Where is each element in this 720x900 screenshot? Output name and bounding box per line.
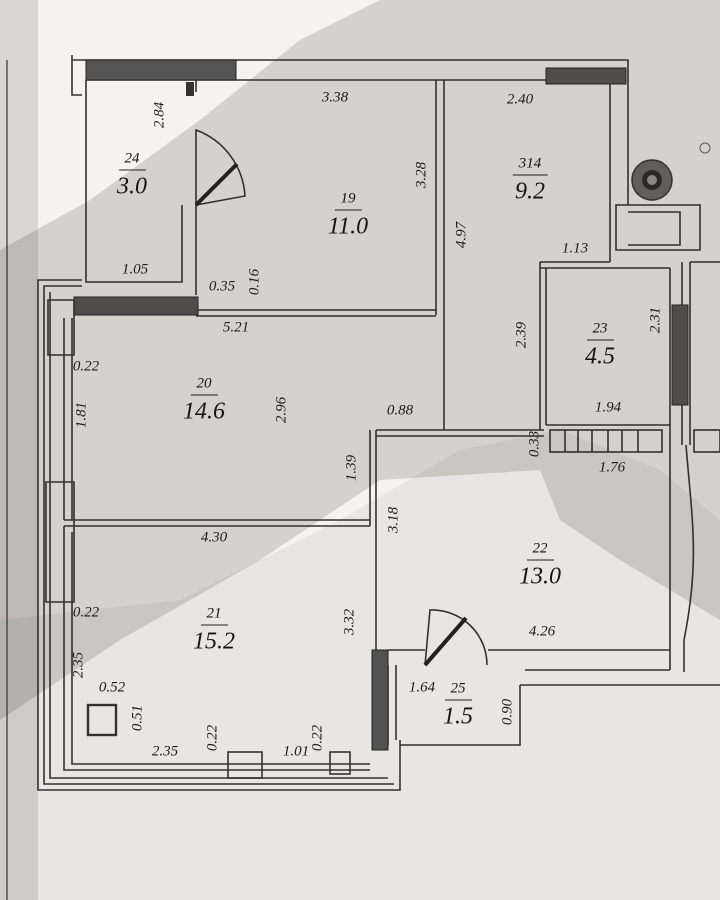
top-wall (71, 55, 629, 205)
outer-wall-left (37, 279, 401, 791)
dimension-label: 1.13 (561, 240, 589, 257)
ventilation-block (549, 429, 663, 453)
dimension-label: 0.22 (204, 724, 221, 752)
room-label-19: 19 11.0 (328, 190, 368, 241)
dimension-label: 4.26 (528, 623, 556, 640)
dimension-label: 0.22 (72, 604, 100, 621)
dimension-label: 2.39 (513, 321, 530, 349)
room-number: 22 (526, 541, 554, 561)
room-number: 314 (512, 156, 548, 176)
room-number: 20 (190, 376, 218, 396)
dimension-label: 1.76 (598, 459, 626, 476)
thick-wall-bottom (371, 649, 389, 751)
metal-grommet-hole (647, 175, 657, 185)
dimension-label: 2.31 (647, 306, 664, 334)
ventilation-right (693, 429, 720, 453)
room-24-walls (85, 80, 197, 295)
pin-mark (699, 142, 711, 154)
thick-wall-right (671, 304, 689, 406)
outer-wall-left-inner (43, 285, 394, 785)
room-21-walls (63, 526, 370, 771)
room-area: 4.5 (585, 343, 615, 370)
dimension-label: 3.18 (385, 506, 402, 534)
room-number: 25 (444, 681, 472, 701)
room-area: 15.2 (193, 628, 235, 655)
room-23-walls (545, 268, 671, 430)
dimension-label: 0.52 (98, 679, 126, 696)
room-label-25: 25 1.5 (443, 680, 473, 731)
room-area: 3.0 (117, 173, 147, 200)
dimension-label: 2.96 (273, 396, 290, 424)
dimension-label: 0.35 (208, 278, 236, 295)
room-number: 24 (118, 151, 146, 171)
closet-walls (615, 204, 720, 263)
dimension-label: 0.88 (386, 402, 414, 419)
small-door-block (186, 82, 194, 96)
dimension-label: 0.22 (72, 358, 100, 375)
room-label-23: 23 4.5 (585, 320, 615, 371)
room-label-314: 314 9.2 (512, 155, 548, 206)
room-area: 14.6 (183, 398, 225, 425)
dimension-label: 3.38 (321, 89, 349, 106)
dimension-label: 4.97 (453, 221, 470, 249)
room-22-walls (376, 429, 720, 686)
dimension-label: 1.01 (282, 743, 310, 760)
dimension-label: 2.35 (151, 743, 179, 760)
room-area: 9.2 (515, 178, 545, 205)
dimension-label: 0.33 (526, 430, 543, 458)
dimension-label: 1.05 (121, 261, 149, 278)
thick-wall-top-left (85, 59, 237, 81)
dimension-label: 2.40 (506, 91, 534, 108)
dimension-label: 4.30 (200, 529, 228, 546)
ventilation-slots (564, 430, 639, 452)
room-number: 23 (586, 321, 614, 341)
room-label-24: 24 3.0 (117, 150, 147, 201)
room-number: 21 (200, 606, 228, 626)
room-20-walls (63, 318, 377, 750)
dimension-label: 3.32 (341, 608, 358, 636)
dimension-label: 0.22 (309, 724, 326, 752)
room-number: 19 (334, 191, 362, 211)
room-label-20: 20 14.6 (183, 375, 225, 426)
paper-left-shade (0, 0, 38, 900)
outer-wall-left-inner2 (49, 292, 388, 779)
room-area: 13.0 (519, 563, 561, 590)
dimension-label: 1.64 (408, 679, 436, 696)
bottom-notch (227, 751, 263, 779)
dimension-label: 5.21 (222, 319, 250, 336)
window-room-20 (47, 299, 75, 356)
dimension-label: 3.28 (413, 161, 430, 189)
room-area: 1.5 (443, 703, 473, 730)
door-25-swing (424, 609, 488, 666)
window-room-21 (45, 481, 75, 603)
dimension-label: 2.84 (151, 101, 168, 129)
dimension-label: 2.35 (70, 651, 87, 679)
room-314-walls (539, 80, 670, 430)
door-24-leaf (194, 162, 239, 207)
room-label-21: 21 15.2 (193, 605, 235, 656)
thick-wall-top-right (545, 67, 627, 85)
dimension-label: 0.16 (246, 268, 263, 296)
room-area: 11.0 (327, 213, 369, 240)
room-19-walls (196, 80, 445, 430)
dimension-label: 1.94 (594, 399, 622, 416)
dimension-label: 0.51 (129, 704, 146, 732)
door-25-leaf (423, 616, 468, 667)
dimension-label: 1.81 (73, 401, 90, 429)
door-24-swing (195, 128, 246, 206)
room-label-22: 22 13.0 (519, 540, 561, 591)
bottom-notch-2 (329, 751, 351, 775)
dimension-label: 0.90 (499, 698, 516, 726)
column-square (86, 703, 118, 737)
thick-wall-mid (73, 296, 199, 316)
dimension-label: 1.39 (343, 454, 360, 482)
